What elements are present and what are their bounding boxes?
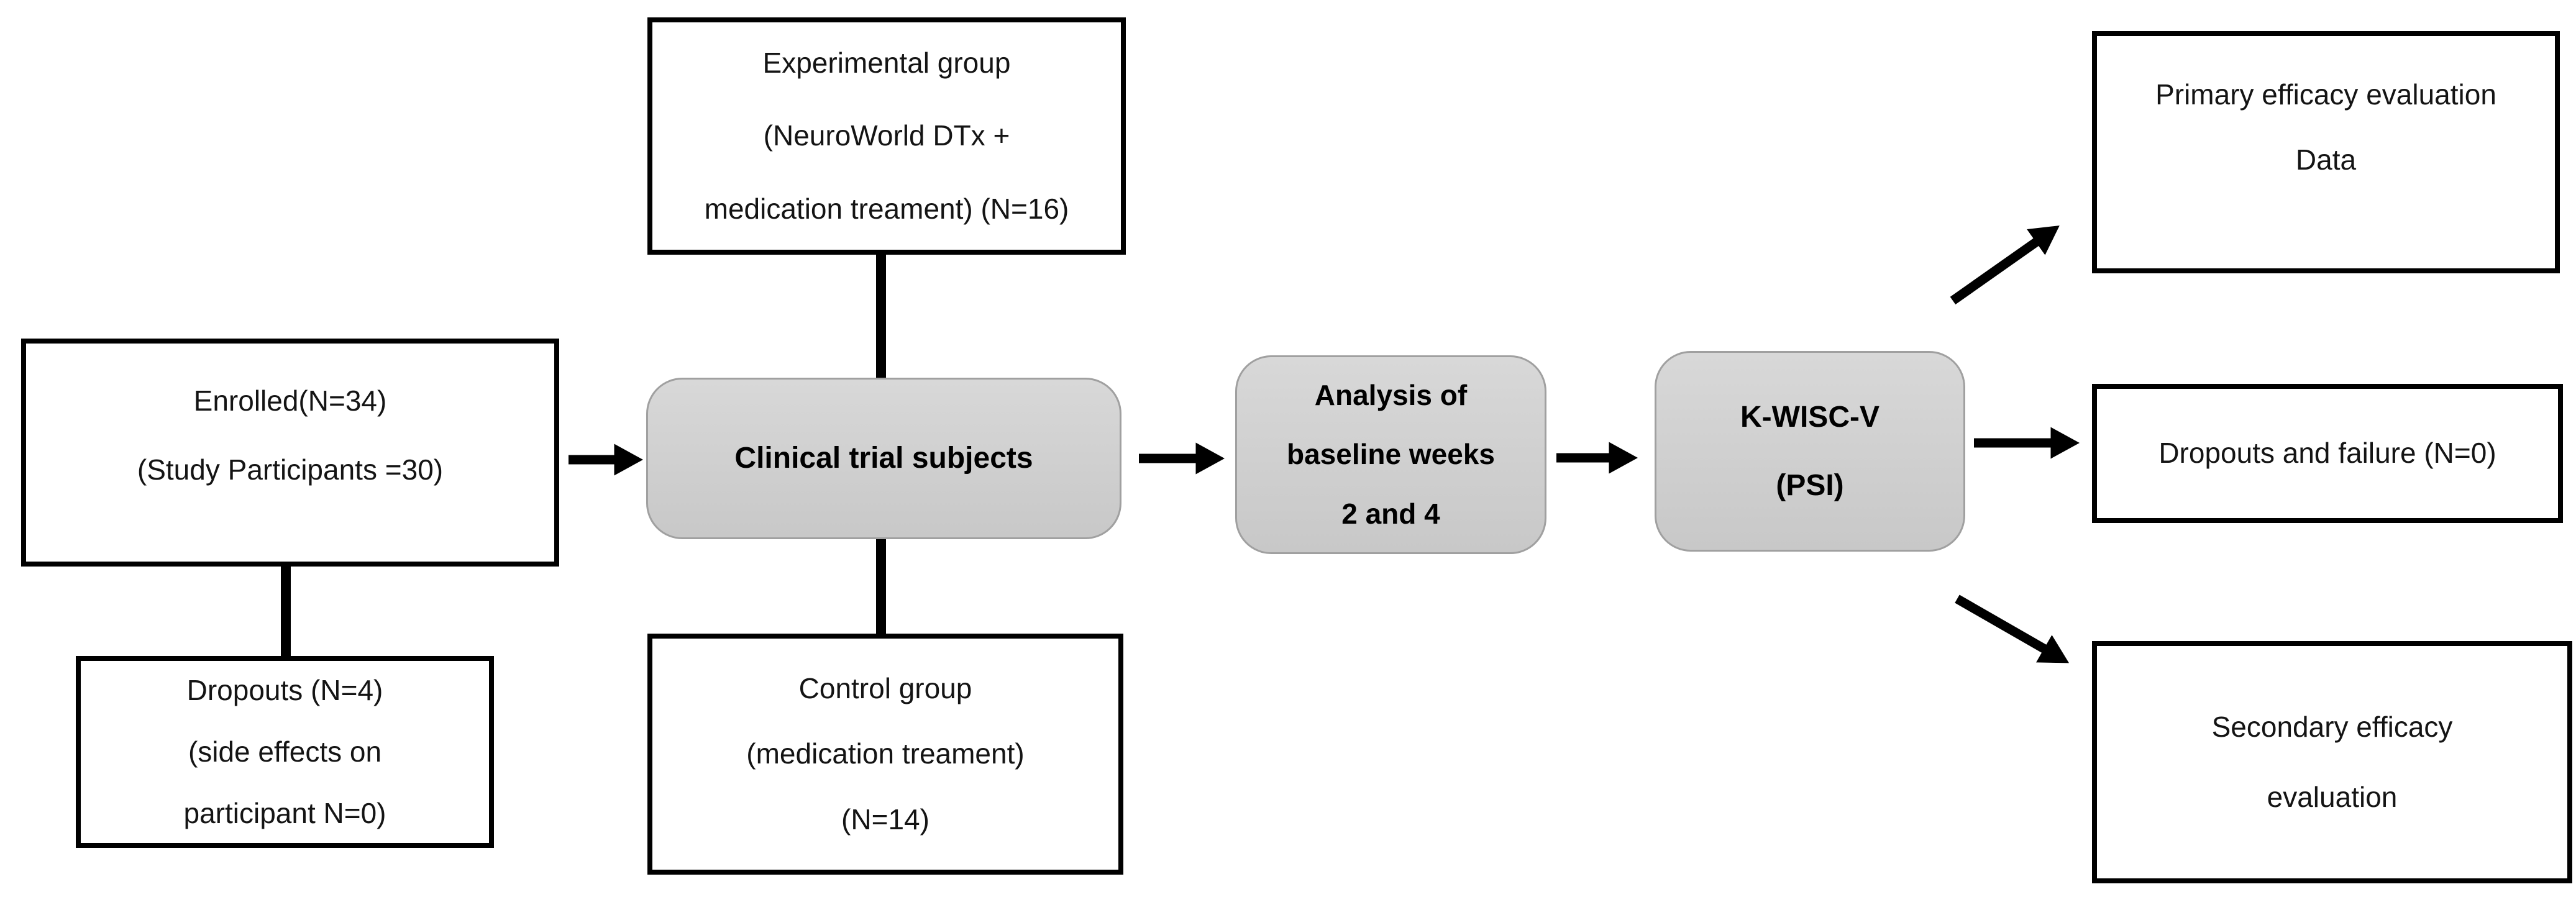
box-dropouts-enrollment: Dropouts (N=4) (side effects on particip… [76, 656, 494, 848]
node-analysis-baseline-weeks: Analysis of baseline weeks 2 and 4 [1235, 355, 1546, 554]
box-control-group: Control group (medication treament) (N=1… [647, 634, 1123, 875]
box-line: Control group [798, 672, 972, 705]
box-line: Enrolled(N=34) [193, 385, 387, 417]
box-line: medication treament) (N=16) [704, 192, 1069, 225]
box-secondary-efficacy: Secondary efficacy evaluation [2092, 641, 2572, 883]
box-line: (medication treament) [746, 737, 1025, 770]
box-line: Secondary efficacy [2211, 710, 2453, 743]
box-line: (NeuroWorld DTx + [763, 119, 1010, 152]
node-line: Clinical trial subjects [734, 442, 1033, 475]
node-line: Analysis of [1314, 379, 1468, 412]
box-primary-efficacy: Primary efficacy evaluation Data [2092, 31, 2560, 273]
node-line: 2 and 4 [1341, 497, 1440, 530]
box-dropouts-failure: Dropouts and failure (N=0) [2092, 384, 2563, 523]
box-line: (side effects on [188, 735, 382, 768]
box-line: Data [2295, 143, 2357, 176]
arrow-kwisc-primary [1950, 225, 2060, 305]
box-line: Dropouts and failure (N=0) [2158, 437, 2496, 470]
box-line: participant N=0) [183, 797, 386, 830]
node-k-wisc-v: K-WISC-V (PSI) [1655, 351, 1965, 552]
box-line: Primary efficacy evaluation [2155, 78, 2496, 111]
node-line: baseline weeks [1287, 438, 1495, 471]
node-clinical-trial-subjects: Clinical trial subjects [646, 378, 1121, 539]
box-line: (Study Participants =30) [137, 453, 444, 486]
box-line: (N=14) [841, 803, 929, 836]
box-line: evaluation [2267, 781, 2398, 813]
box-experimental-group: Experimental group (NeuroWorld DTx + med… [647, 17, 1126, 255]
node-line: K-WISC-V [1740, 400, 1879, 434]
box-line: Dropouts (N=4) [186, 673, 383, 706]
box-enrolled: Enrolled(N=34) (Study Participants =30) [21, 339, 559, 567]
arrow-kwisc-secondary [1955, 594, 2070, 663]
box-line: Experimental group [762, 47, 1011, 80]
node-line: (PSI) [1776, 468, 1844, 502]
